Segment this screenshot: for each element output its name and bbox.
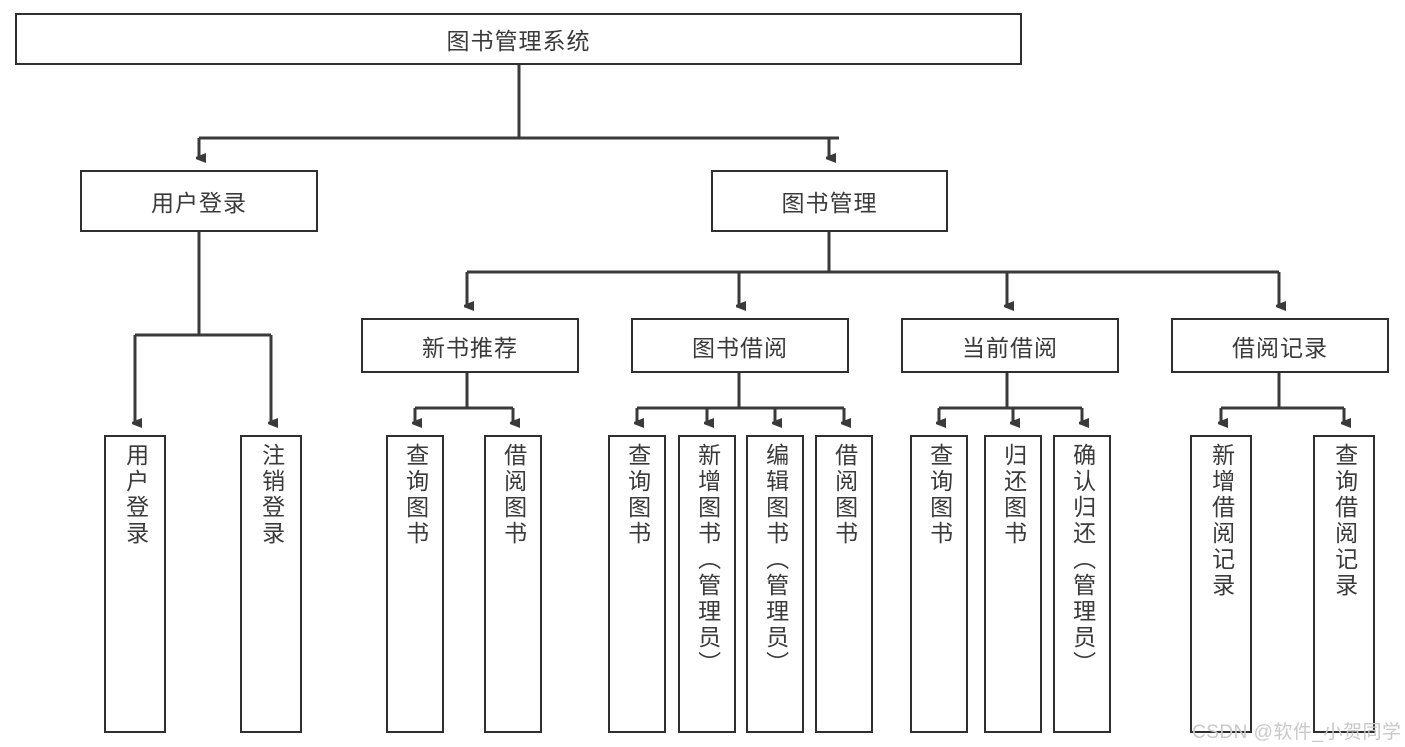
leaf-query-books-current[interactable]: 查询图书	[910, 435, 968, 733]
leaf-add-book-admin[interactable]: 新增图书（管理员）	[678, 435, 736, 733]
leaf-query-books-recommend[interactable]: 查询图书	[386, 435, 444, 733]
leaf-label: 新增借阅记录	[1208, 443, 1235, 599]
leaf-label: 用户登录	[122, 443, 149, 547]
leaf-user-login[interactable]: 用户登录	[104, 435, 166, 733]
leaf-edit-book-admin[interactable]: 编辑图书（管理员）	[746, 435, 804, 733]
leaf-label: 查询借阅记录	[1331, 443, 1358, 599]
leaf-borrow-books-recommend[interactable]: 借阅图书	[484, 435, 542, 733]
leaf-label: 查询图书	[926, 443, 953, 547]
leaf-label: 借阅图书	[500, 443, 527, 547]
watermark: CSDN @软件_小贺同学	[1192, 722, 1402, 743]
node-new-book-recommend-label: 新书推荐	[422, 334, 518, 361]
leaf-label: 归还图书	[1000, 443, 1027, 547]
leaf-confirm-return-admin[interactable]: 确认归还（管理员）	[1053, 435, 1111, 733]
leaf-query-borrow-record[interactable]: 查询借阅记录	[1313, 435, 1375, 733]
leaf-label: 确认归还（管理员）	[1069, 443, 1096, 677]
node-current-borrow-label: 当前借阅	[962, 334, 1058, 361]
node-book-management-label: 图书管理	[781, 190, 878, 216]
leaf-label: 借阅图书	[831, 443, 858, 547]
node-borrow-records-label: 借阅记录	[1232, 334, 1328, 361]
node-current-borrow[interactable]: 当前借阅	[901, 318, 1119, 373]
node-root-label: 图书管理系统	[446, 28, 591, 54]
leaf-label: 编辑图书（管理员）	[762, 443, 789, 677]
node-book-management[interactable]: 图书管理	[711, 170, 948, 232]
node-root[interactable]: 图书管理系统	[15, 13, 1022, 65]
node-user-login-label: 用户登录	[151, 190, 247, 216]
leaf-return-books[interactable]: 归还图书	[984, 435, 1042, 733]
leaf-label: 新增图书（管理员）	[694, 443, 721, 677]
node-new-book-recommend[interactable]: 新书推荐	[361, 318, 579, 373]
leaf-borrow-books[interactable]: 借阅图书	[815, 435, 873, 733]
node-book-borrow-label: 图书借阅	[692, 334, 788, 361]
leaf-label: 注销登录	[258, 443, 285, 547]
leaf-add-borrow-record[interactable]: 新增借阅记录	[1190, 435, 1252, 733]
leaf-query-books-borrow[interactable]: 查询图书	[608, 435, 666, 733]
node-user-login[interactable]: 用户登录	[80, 170, 318, 232]
node-borrow-records[interactable]: 借阅记录	[1171, 318, 1389, 373]
node-book-borrow[interactable]: 图书借阅	[631, 318, 849, 373]
leaf-label: 查询图书	[624, 443, 651, 547]
leaf-label: 查询图书	[402, 443, 429, 547]
leaf-logout[interactable]: 注销登录	[240, 435, 302, 733]
